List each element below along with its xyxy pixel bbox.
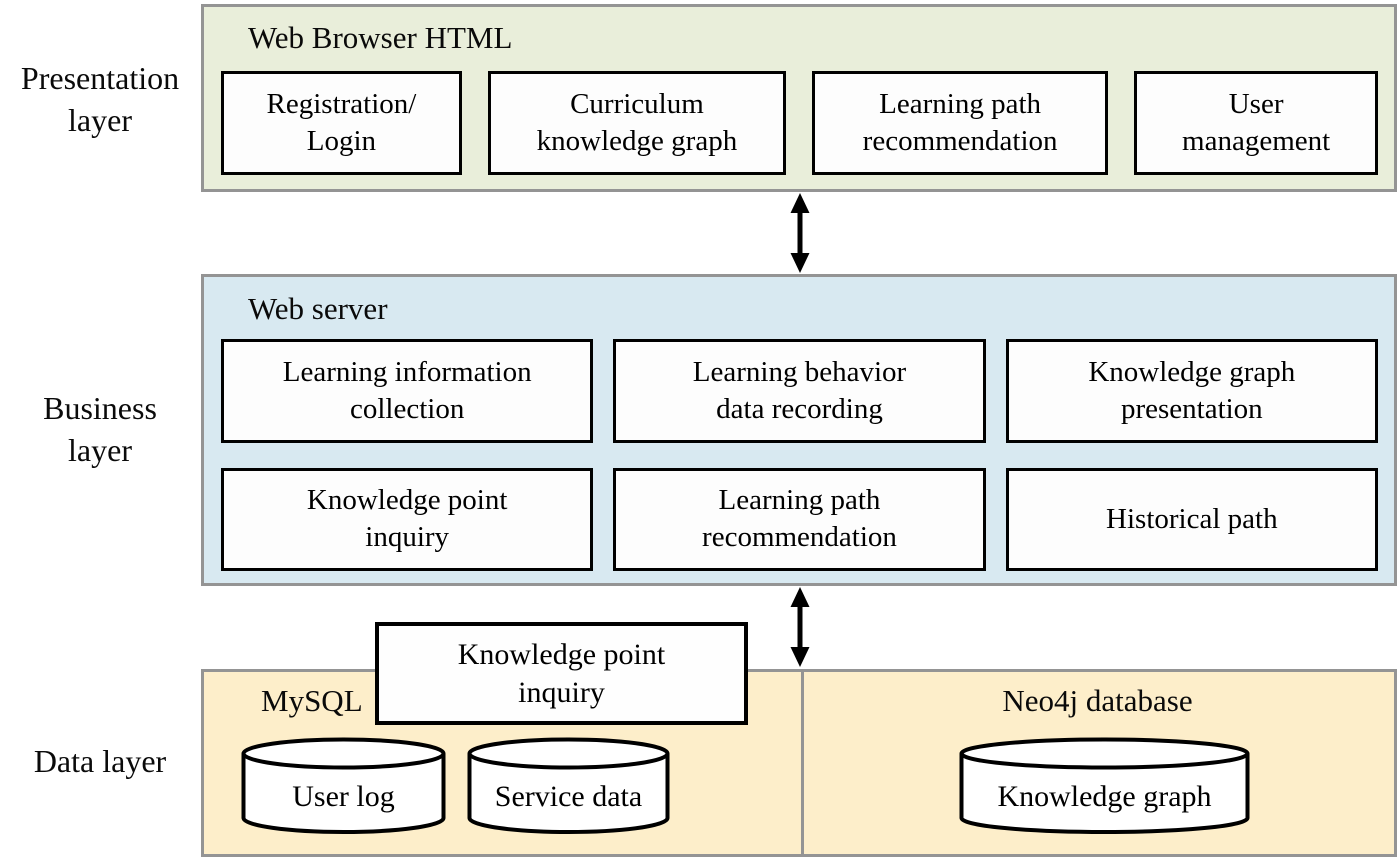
service-data-database-cylinder-icon: Service data	[467, 737, 670, 835]
box-learning-information-collection: Learning information collection	[221, 339, 594, 443]
presentation-layer-label: Presentation layer	[20, 60, 180, 138]
box-user-management: User management	[1134, 71, 1378, 175]
knowledge-point-inquiry-overlay-box: Knowledge point inquiry	[375, 622, 748, 725]
neo4j-section-title: Neo4j database	[1002, 683, 1193, 718]
presentation-panel-title: Web Browser HTML	[248, 20, 513, 55]
business-data-double-arrow-icon	[790, 587, 810, 667]
box-historical-path: Historical path	[1005, 467, 1378, 571]
box-learning-path-recommendation-presentation: Learning path recommendation	[812, 71, 1109, 175]
business-box-grid: Learning information collection Learning…	[221, 339, 1378, 571]
business-layer-label: Business layer	[43, 390, 157, 468]
business-panel-title: Web server	[248, 291, 388, 326]
box-registration-login: Registration/ Login	[221, 71, 462, 175]
knowledge-graph-database-cylinder-icon: Knowledge graph	[959, 737, 1250, 835]
box-knowledge-point-inquiry: Knowledge point inquiry	[221, 467, 594, 571]
user-log-label: User log	[292, 780, 395, 813]
box-learning-path-recommendation-business: Learning path recommendation	[613, 467, 986, 571]
box-learning-behavior-data-recording: Learning behavior data recording	[613, 339, 986, 443]
data-layer-label: Data layer	[33, 743, 167, 779]
mysql-neo4j-divider	[801, 672, 804, 854]
presentation-business-double-arrow-icon	[790, 193, 810, 273]
user-log-database-cylinder-icon: User log	[241, 737, 446, 835]
service-data-label: Service data	[494, 780, 643, 813]
mysql-section-title: MySQL	[261, 683, 363, 718]
box-curriculum-knowledge-graph: Curriculum knowledge graph	[487, 71, 787, 175]
knowledge-graph-label: Knowledge graph	[997, 780, 1212, 813]
presentation-panel: Web Browser HTML Registration/ Login Cur…	[201, 4, 1397, 192]
presentation-box-row: Registration/ Login Curriculum knowledge…	[221, 71, 1378, 175]
business-panel: Web server Learning information collecti…	[201, 274, 1397, 586]
box-knowledge-graph-presentation: Knowledge graph presentation	[1005, 339, 1378, 443]
